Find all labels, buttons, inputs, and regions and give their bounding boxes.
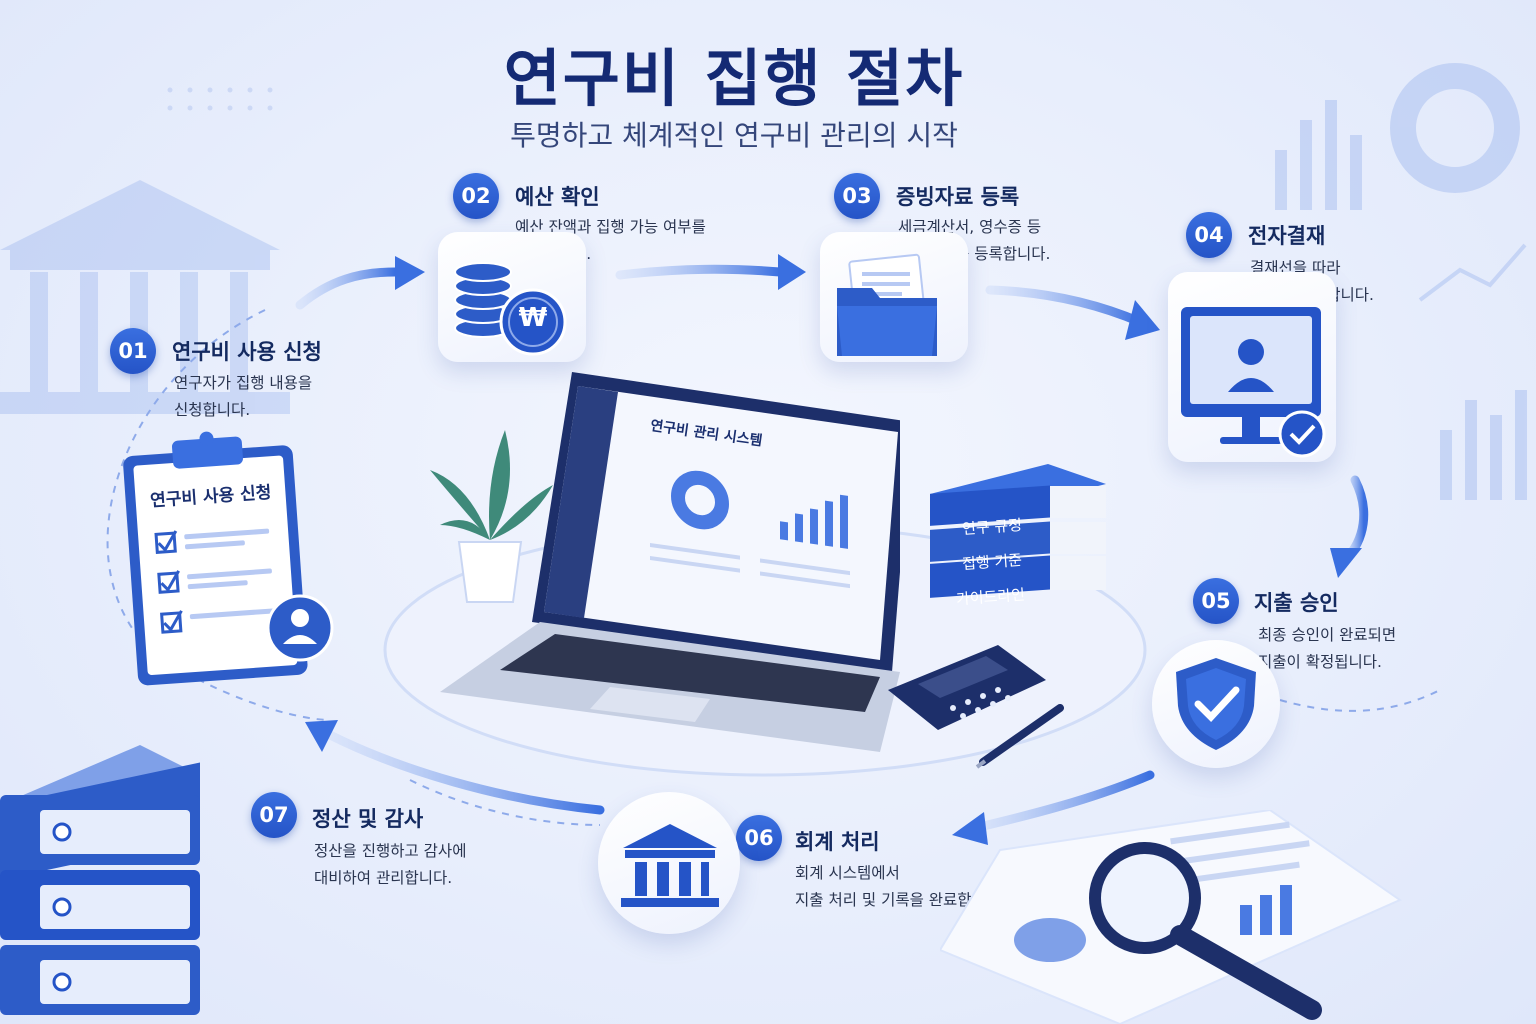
step-02-title: 예산 확인 [515, 185, 600, 209]
folder-document-icon [837, 253, 937, 356]
step-03-title: 증빙자료 등록 [896, 185, 1020, 209]
bank-building-icon [621, 824, 719, 907]
dashboard-mini-charts [650, 470, 850, 589]
step-07-badge: 07 [251, 792, 297, 838]
step-04-title: 전자결재 [1248, 224, 1326, 248]
books-stack-icon [930, 464, 1106, 598]
step-04-badge: 04 [1186, 212, 1232, 258]
plant-icon [430, 430, 553, 603]
page-title: 연구비 집행 절차 [503, 42, 965, 115]
page-subtitle: 투명하고 체계적인 연구비 관리의 시작 [510, 119, 958, 152]
building-watermark-icon [0, 180, 290, 414]
calculator-icon [888, 645, 1046, 730]
shield-check-icon [1176, 658, 1256, 750]
binders-icon [0, 745, 200, 1015]
step-06-title: 회계 처리 [795, 830, 880, 854]
step-05-desc: 최종 승인이 완료되면 지출이 확정됩니다. [1258, 626, 1397, 671]
coin-symbol: ₩ [518, 303, 548, 333]
step-01-title: 연구비 사용 신청 [172, 340, 322, 364]
clipboard-checklist-icon [123, 431, 334, 686]
monitor-user-check-icon [1181, 307, 1326, 458]
step-01-desc: 연구자가 집행 내용을 신청합니다. [174, 374, 313, 419]
coin-stack-icon [454, 262, 567, 356]
pen-icon [975, 704, 1064, 769]
step-03-badge: 03 [834, 173, 880, 219]
step-02-badge: 02 [453, 173, 499, 219]
step-07-desc: 정산을 진행하고 감사에 대비하여 관리합니다. [314, 842, 467, 887]
step-07-title: 정산 및 감사 [312, 807, 424, 831]
step-05-title: 지출 승인 [1254, 591, 1339, 615]
step-01-badge: 01 [110, 328, 156, 374]
chart-watermark-icon [1275, 63, 1527, 500]
magnifier-icon [940, 810, 1403, 1024]
step-05-badge: 05 [1193, 578, 1239, 624]
step-06-badge: 06 [736, 815, 782, 861]
book-label-1: 연구 규정 [961, 515, 1023, 539]
book-label-2: 집행 기준 [961, 550, 1023, 574]
